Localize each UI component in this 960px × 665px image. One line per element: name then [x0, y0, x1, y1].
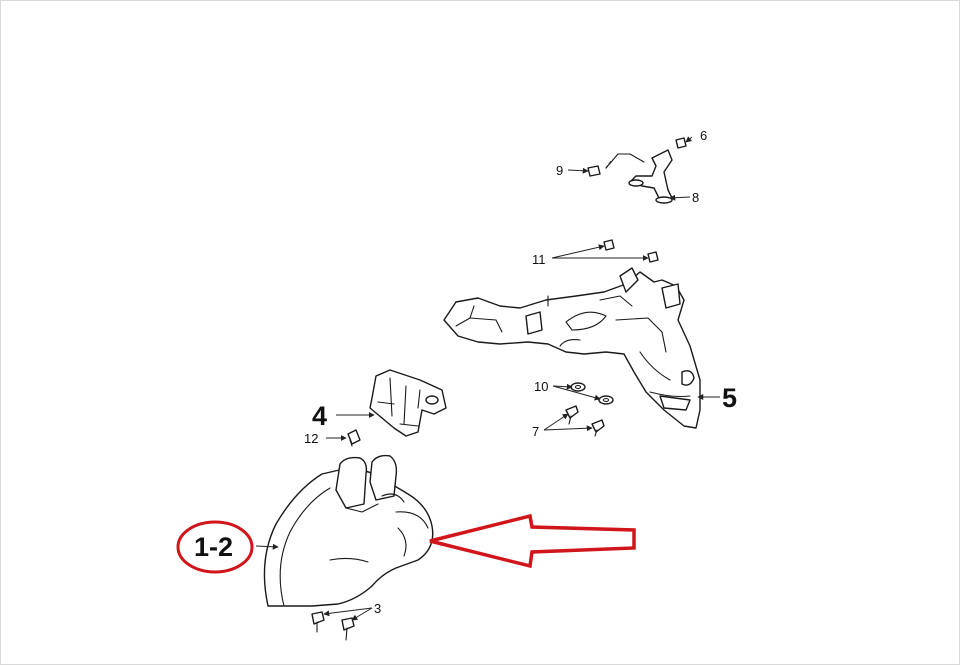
- highlight-arrow: [429, 513, 636, 569]
- label-1-2: 1-2: [194, 532, 233, 562]
- label-7: 7: [532, 424, 539, 439]
- highlight-circle: [176, 520, 254, 574]
- label-9: 9: [556, 163, 563, 178]
- nut-part: [603, 239, 659, 263]
- leader-lines: [255, 136, 720, 621]
- label-5: 5: [722, 383, 737, 413]
- washer-screw-parts: [565, 382, 614, 437]
- screw-12-part: [347, 429, 361, 447]
- label-10: 10: [534, 379, 548, 394]
- rear-inner-fender-part: [443, 267, 701, 429]
- label-3: 3: [374, 601, 381, 616]
- screw-3-parts: [311, 611, 355, 641]
- part-labels: 6 9 8 11 10 7 5 4 12 3 1-2: [194, 128, 737, 616]
- front-fender-part: [263, 454, 434, 607]
- label-6: 6: [700, 128, 707, 143]
- label-8: 8: [692, 190, 699, 205]
- label-4: 4: [312, 401, 327, 431]
- label-11: 11: [532, 252, 546, 267]
- highlight-annotations: [176, 513, 636, 574]
- front-bracket-part: [369, 369, 447, 437]
- label-12: 12: [304, 431, 318, 446]
- bracket-part: [587, 137, 687, 204]
